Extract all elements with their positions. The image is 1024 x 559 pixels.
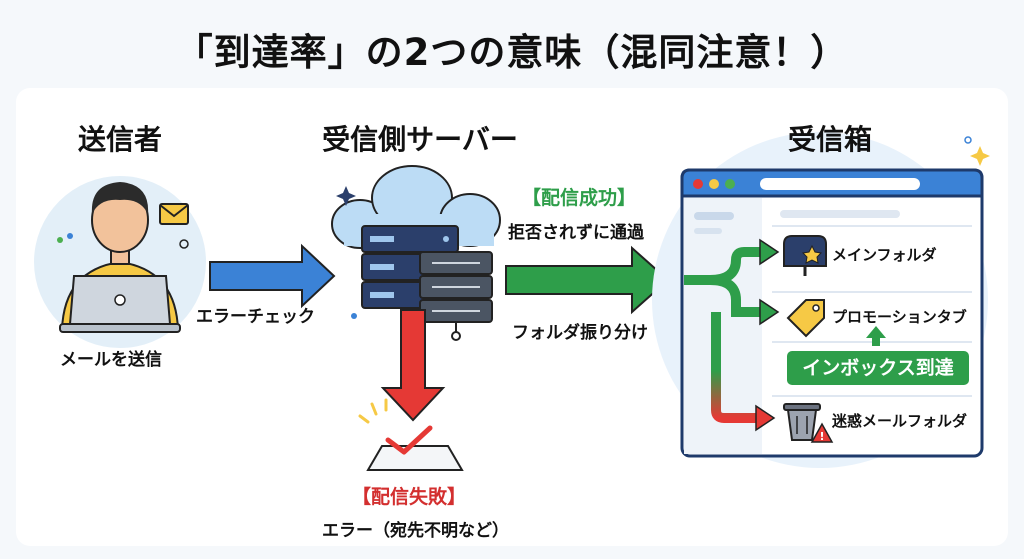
folder-routing-arrows — [684, 238, 886, 432]
success-heading: 【配信成功】 — [522, 187, 637, 209]
folder-label-main: メインフォルダ — [832, 246, 937, 264]
decor-dot — [57, 237, 63, 243]
delivery-failure-arrow — [380, 309, 446, 422]
failure-detail: エラー（宛先不明など） — [322, 521, 509, 541]
sender-illustration — [34, 176, 206, 348]
column-heading-inbox: 受信箱 — [787, 123, 872, 156]
column-heading-sender: 送信者 — [77, 123, 162, 156]
sender-action-label: メールを送信 — [60, 350, 162, 370]
sparkle-icon — [336, 186, 356, 206]
error-check-arrow — [209, 243, 336, 309]
sparkle-icon — [970, 146, 990, 166]
delivery-success-arrow — [505, 245, 670, 315]
column-heading-server: 受信側サーバー — [322, 123, 518, 156]
folder-label-spam: 迷惑メールフォルダ — [832, 412, 968, 430]
failure-illustration — [358, 398, 464, 471]
decor-dot — [351, 313, 357, 319]
failure-heading: 【配信失敗】 — [352, 486, 467, 508]
folder-label-promotions: プロモーションタブ — [832, 308, 967, 326]
tag-icon — [786, 299, 825, 338]
decor-dot — [179, 239, 189, 249]
error-check-label: エラーチェック — [196, 307, 315, 327]
decor-dot — [67, 233, 73, 239]
envelope-icon — [159, 203, 189, 225]
diagram-title: 「到達率」の2つの意味（混同注意！） — [175, 31, 849, 74]
decor-dot — [964, 136, 972, 144]
inbox-reached-badge: インボックス到達 — [787, 351, 969, 385]
success-detail: 拒否されずに通過 — [508, 223, 644, 243]
trash-warning-icon: ! — [783, 403, 834, 443]
folder-routing-label: フォルダ振り分け — [512, 323, 648, 343]
cloud-server-illustration — [331, 165, 501, 341]
mailbox-icon — [783, 235, 827, 276]
svg-text:!: ! — [819, 430, 824, 443]
